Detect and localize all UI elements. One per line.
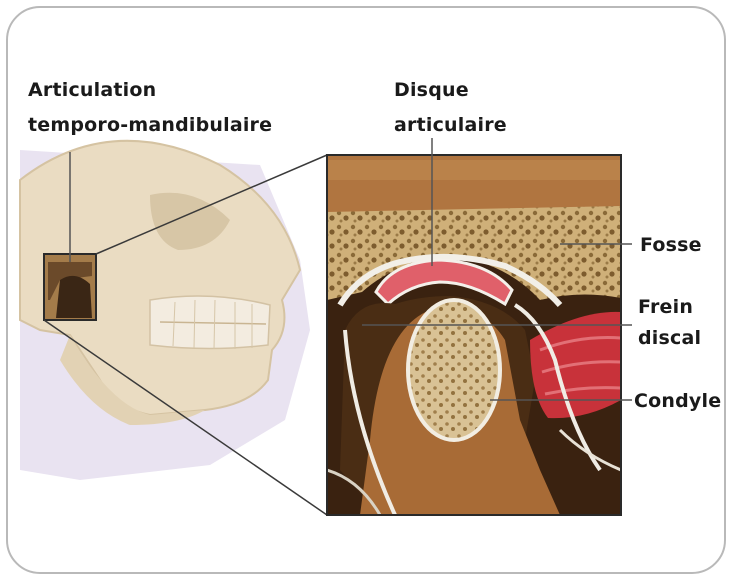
label-condyle: Condyle <box>634 386 721 417</box>
label-articulation: Articulation <box>28 75 156 106</box>
joint-cross-section <box>327 155 621 515</box>
label-disque: Disque <box>394 75 469 106</box>
label-articulaire: articulaire <box>394 110 507 141</box>
label-discal: discal <box>638 323 701 354</box>
condyle <box>408 300 500 440</box>
label-fosse: Fosse <box>640 230 702 261</box>
label-temporo-mandibulaire: temporo-mandibulaire <box>28 110 272 141</box>
joint-highlight-box <box>44 254 96 320</box>
label-frein: Frein <box>638 292 693 323</box>
